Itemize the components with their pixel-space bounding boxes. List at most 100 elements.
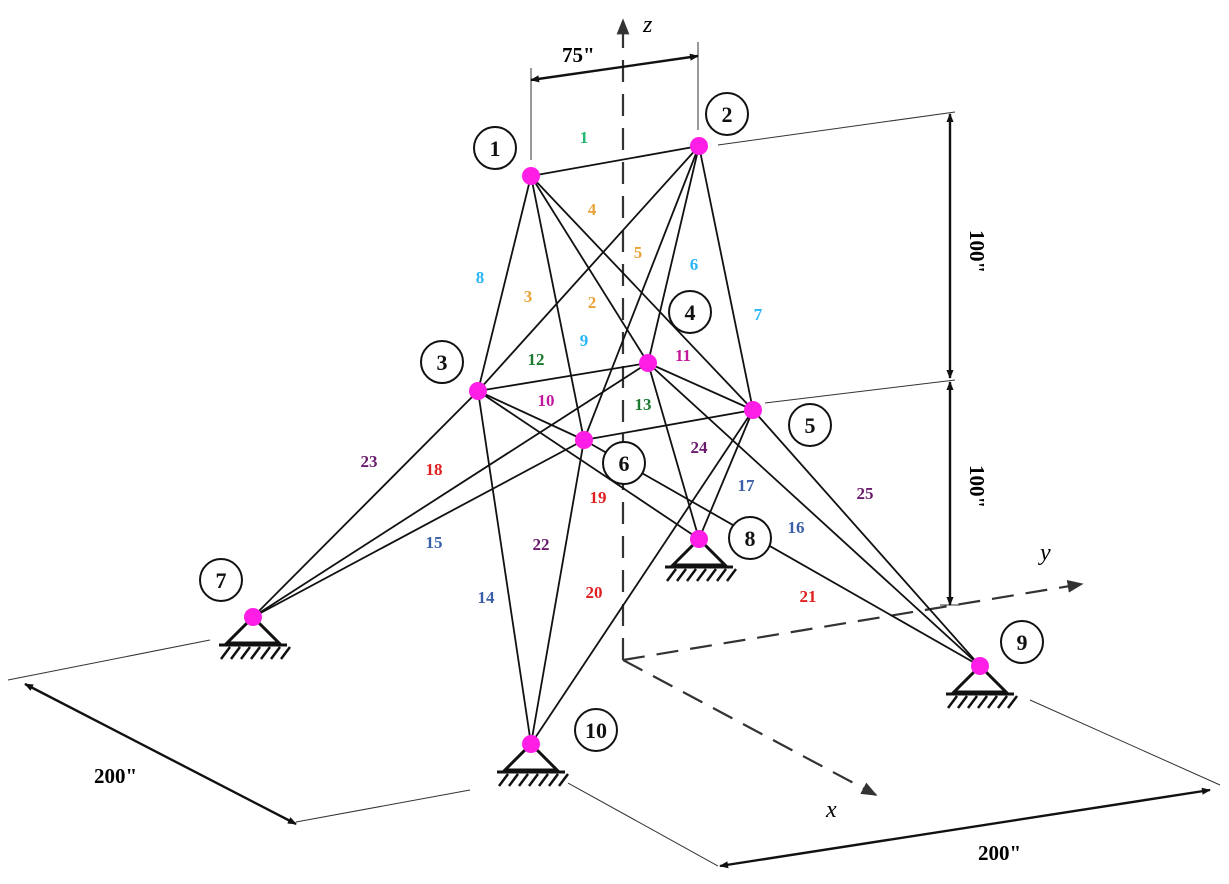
node-label-circle — [420, 340, 464, 384]
support-9 — [946, 663, 1018, 709]
member-label-2: 2 — [588, 293, 597, 312]
dimension-extension-lines — [7, 42, 1221, 867]
node-label-4: 4 — [668, 290, 712, 334]
member-label-16: 16 — [788, 518, 805, 537]
x-axis-label: x — [825, 797, 837, 823]
dim-base-right — [719, 787, 1211, 869]
member-label-21: 21 — [800, 587, 817, 606]
member-label-15: 15 — [426, 533, 443, 552]
node-label-1: 1 — [473, 126, 517, 170]
member-label-20: 20 — [586, 583, 603, 602]
y-axis-label: y — [1038, 540, 1051, 566]
support-hatch — [676, 568, 687, 582]
support-hatch — [250, 646, 261, 660]
node-label-10: 10 — [574, 708, 618, 752]
member-15 — [252, 439, 585, 618]
member-6 — [647, 145, 700, 364]
node-label-circle — [705, 92, 749, 136]
node-label-text: 6 — [619, 451, 630, 476]
dim-lower-height-label: 100" — [965, 465, 989, 508]
support-hatch — [947, 695, 958, 709]
support-hatch — [230, 646, 241, 660]
member-10 — [477, 390, 585, 441]
support-hatch — [726, 568, 737, 582]
y-axis-line — [622, 580, 1084, 662]
member-25 — [752, 409, 981, 667]
support-triangle — [223, 614, 283, 645]
member-label-24: 24 — [691, 438, 709, 457]
support-hatch — [977, 695, 988, 709]
dim-top-width — [530, 53, 699, 83]
member-label-5: 5 — [634, 243, 643, 262]
support-8 — [665, 536, 737, 582]
member-label-17: 17 — [738, 476, 756, 495]
support-hatch — [716, 568, 727, 582]
member-label-9: 9 — [580, 331, 589, 350]
support-hatch — [240, 646, 251, 660]
support-hatch — [260, 646, 271, 660]
support-hatch — [987, 695, 998, 709]
node-1 — [522, 167, 540, 185]
node-6 — [575, 431, 593, 449]
node-8 — [690, 530, 708, 548]
support-7 — [219, 614, 291, 660]
member-label-22: 22 — [533, 535, 550, 554]
member-label-11: 11 — [675, 346, 691, 365]
dim-upper-height-label: 100" — [965, 230, 989, 273]
node-label-5: 5 — [788, 403, 832, 447]
node-label-6: 6 — [602, 441, 646, 485]
support-hatch — [518, 773, 529, 787]
member-label-14: 14 — [478, 588, 496, 607]
support-triangle — [950, 663, 1010, 694]
support-hatch — [696, 568, 707, 582]
node-9 — [971, 657, 989, 675]
support-hatch — [957, 695, 968, 709]
node-label-text: 4 — [685, 300, 696, 325]
member-22 — [530, 439, 585, 745]
node-label-text: 5 — [805, 413, 816, 438]
dim-top-width-label: 75" — [562, 43, 595, 67]
member-16 — [647, 362, 981, 667]
node-label-circle — [473, 126, 517, 170]
member-13 — [583, 409, 754, 441]
member-24 — [647, 362, 700, 540]
member-label-7: 7 — [754, 305, 763, 324]
node-label-text: 3 — [437, 350, 448, 375]
support-hatch — [1007, 695, 1018, 709]
axes — [616, 18, 1084, 796]
support-hatch — [666, 568, 677, 582]
node-label-8: 8 — [728, 516, 772, 560]
support-hatch — [508, 773, 519, 787]
node-label-circle — [788, 403, 832, 447]
member-label-23: 23 — [361, 452, 378, 471]
support-hatch — [967, 695, 978, 709]
node-10 — [522, 735, 540, 753]
node-label-circle — [728, 516, 772, 560]
node-label-circle — [574, 708, 618, 752]
node-label-text: 8 — [745, 526, 756, 551]
dim-base-left-label: 200" — [94, 764, 137, 788]
member-17 — [698, 409, 754, 540]
support-hatch — [528, 773, 539, 787]
member-label-8: 8 — [476, 268, 485, 287]
node-3 — [469, 382, 487, 400]
support-hatch — [548, 773, 559, 787]
member-label-19: 19 — [590, 488, 607, 507]
member-14 — [477, 390, 532, 745]
support-10 — [497, 741, 569, 787]
node-label-7: 7 — [199, 558, 243, 602]
member-label-13: 13 — [635, 395, 652, 414]
node-label-text: 10 — [585, 718, 607, 743]
support-hatch — [538, 773, 549, 787]
node-5 — [744, 401, 762, 419]
dimension-lines — [24, 53, 1211, 869]
member-label-25: 25 — [857, 484, 874, 503]
node-label-3: 3 — [420, 340, 464, 384]
member-1 — [530, 145, 700, 177]
member-label-3: 3 — [524, 287, 533, 306]
member-label-4: 4 — [588, 200, 597, 219]
